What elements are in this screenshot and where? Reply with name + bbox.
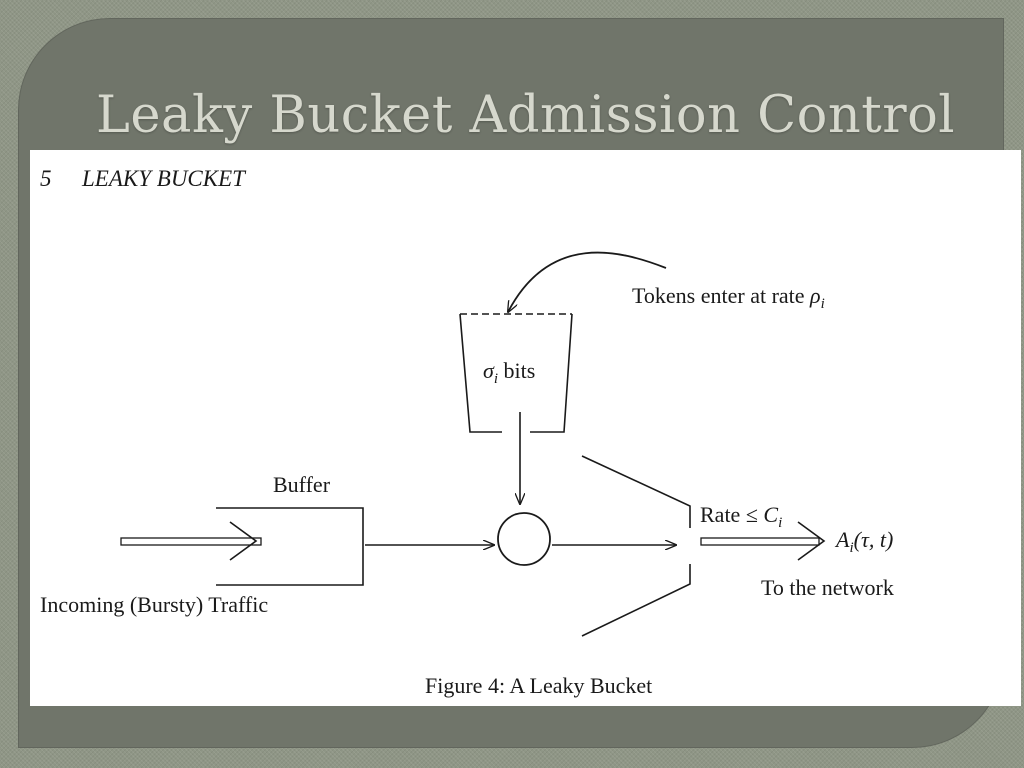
tokens-label-text: Tokens enter at rate: [632, 283, 810, 308]
incoming-double-arrow-shaft: [120, 537, 262, 546]
bucket-left-wall: [459, 313, 502, 433]
output-double-arrow-shaft: [700, 537, 820, 546]
rate-symbol: C: [763, 502, 778, 527]
bucket-label-text: bits: [498, 358, 535, 383]
figure-caption: Figure 4: A Leaky Bucket: [425, 673, 652, 698]
section-number: 5: [40, 166, 52, 191]
funnel-lower: [581, 564, 691, 637]
rate-label: Rate ≤ Ci: [700, 502, 782, 531]
leaky-bucket-diagram: 5 LEAKY BUCKET Tokens enter at rate ρi σ…: [40, 166, 894, 698]
buffer-box: [216, 507, 364, 586]
bucket-size-subscript: i: [494, 371, 498, 387]
tokens-rate-symbol: ρ: [809, 283, 821, 308]
output-label: Ai(τ, t): [834, 527, 893, 556]
gate-circle: [497, 512, 551, 566]
output-args: (τ, t): [854, 527, 894, 552]
slide-title: Leaky Bucket Admission Control: [96, 86, 956, 145]
leaky-bucket-figure: 5 LEAKY BUCKET Tokens enter at rate ρi σ…: [30, 150, 1021, 706]
bucket-label: σi bits: [483, 358, 535, 387]
rate-subscript: i: [778, 515, 782, 531]
rate-label-text: Rate ≤: [700, 502, 763, 527]
tokens-label: Tokens enter at rate ρi: [632, 283, 825, 312]
bucket-right-wall: [530, 313, 573, 433]
token-arrow: [508, 251, 667, 312]
incoming-double-arrow-head: [229, 521, 258, 561]
network-label: To the network: [761, 575, 894, 600]
output-subscript: i: [849, 540, 853, 556]
funnel-upper: [581, 455, 691, 528]
buffer-label: Buffer: [273, 472, 331, 497]
incoming-label: Incoming (Bursty) Traffic: [40, 592, 268, 617]
bucket-size-symbol: σ: [483, 358, 495, 383]
output-double-arrow-head: [797, 521, 826, 561]
section-title: LEAKY BUCKET: [81, 166, 247, 191]
output-symbol: A: [834, 527, 850, 552]
tokens-rate-subscript: i: [821, 296, 825, 312]
